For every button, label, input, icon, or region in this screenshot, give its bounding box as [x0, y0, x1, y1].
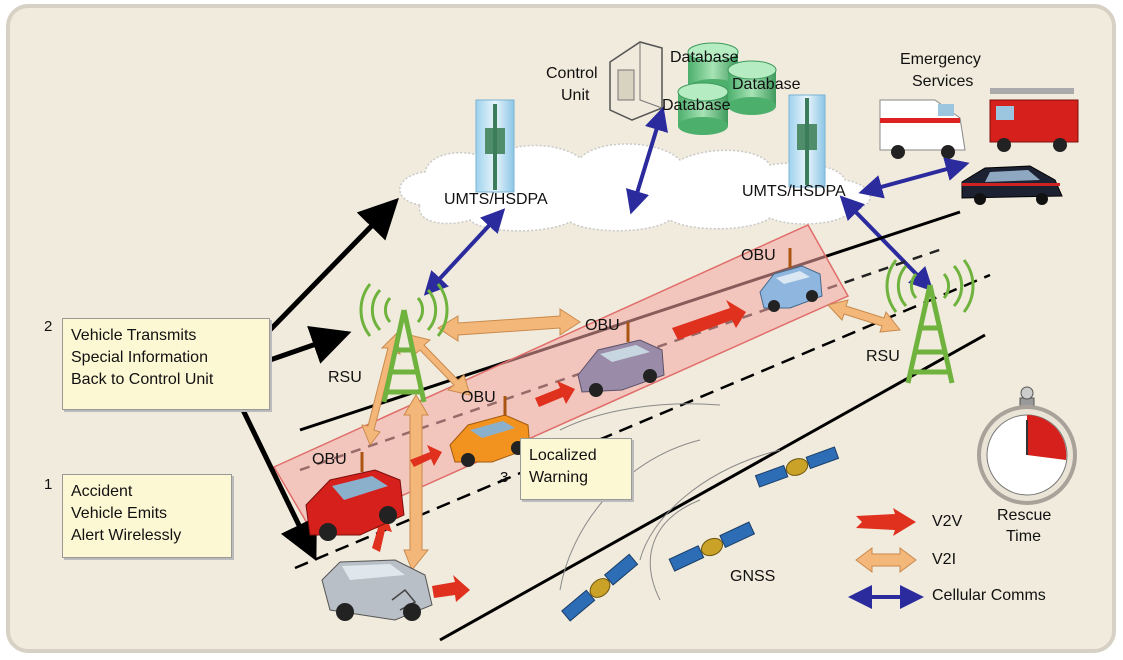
database-label-2: Database	[732, 76, 801, 93]
umts-label-right: UMTS/HSDPA	[742, 183, 846, 200]
umts-tower-right	[788, 94, 826, 188]
gnss-label: GNSS	[730, 568, 776, 585]
rsu-label-left: RSU	[328, 369, 362, 386]
control-unit-label-1: Control	[546, 65, 598, 82]
step3-box: Localized Warning	[520, 438, 632, 500]
crashed-car-icon	[321, 559, 433, 621]
obu-label-blue: OBU	[741, 247, 776, 264]
rsu-tower-left	[359, 283, 449, 403]
rescue-time-label-2: Time	[1006, 528, 1041, 545]
obu-car-red	[305, 452, 405, 541]
step1-line-1: Accident	[71, 483, 133, 500]
step2-arrow-to-cloud	[268, 197, 399, 332]
obu-car-purple	[577, 322, 665, 397]
emergency-label-2: Services	[912, 73, 974, 90]
gnss-satellite-icons	[561, 446, 840, 622]
obu-label-purple: OBU	[585, 317, 620, 334]
fire-truck-icon	[989, 88, 1079, 152]
emergency-label-1: Emergency	[900, 51, 981, 68]
legend-cellular-label: Cellular Comms	[932, 587, 1046, 604]
control-unit-label-2: Unit	[561, 87, 590, 104]
rsu-tower-right	[885, 259, 975, 384]
rescue-time-label-1: Rescue	[997, 507, 1052, 524]
step2-line-1: Vehicle Transmits	[71, 327, 197, 344]
step2-line-2: Special Information	[71, 349, 208, 366]
legend-v2v-label: V2V	[932, 513, 963, 530]
step2-arrow-to-rsu	[269, 325, 352, 364]
database-label-1: Database	[670, 49, 739, 66]
step3-line-1: Localized	[529, 447, 597, 464]
database-label-3: Database	[662, 97, 731, 114]
step1-arrow-to-crash	[240, 408, 317, 561]
obu-car-blue	[759, 248, 823, 312]
legend-v2i-marker	[855, 547, 917, 573]
obu-car-orange	[449, 396, 531, 467]
control-unit-server-icon	[609, 41, 663, 121]
step2-box: Vehicle Transmits Special Information Ba…	[62, 318, 270, 410]
cellular-link-rsu-left	[423, 208, 506, 296]
step3-line-2: Warning	[529, 469, 588, 486]
rsu-label-right: RSU	[866, 348, 900, 365]
legend-v2i-label: V2I	[932, 551, 957, 568]
cellular-link-control-unit	[626, 106, 668, 215]
cellular-link-rsu-right	[839, 195, 934, 292]
step1-line-3: Alert Wirelessly	[71, 527, 182, 544]
step1-box: Accident Vehicle Emits Alert Wirelessly	[62, 474, 232, 558]
step-number-1: 1	[44, 476, 53, 493]
cellular-link-emergency	[858, 157, 970, 199]
obu-label-orange: OBU	[461, 389, 496, 406]
step-number-3: 3	[500, 469, 509, 486]
police-car-icon	[961, 165, 1063, 205]
step1-line-2: Vehicle Emits	[71, 505, 168, 522]
obu-label-red: OBU	[312, 451, 347, 468]
stopwatch-icon	[977, 386, 1077, 505]
umts-label-left: UMTS/HSDPA	[444, 191, 548, 208]
umts-tower-left	[475, 99, 515, 193]
step-number-2: 2	[44, 318, 53, 335]
step2-line-3: Back to Control Unit	[71, 371, 214, 388]
gnss-signal-arcs	[559, 403, 781, 601]
ambulance-icon	[879, 99, 966, 159]
legend-v2v-marker	[856, 508, 916, 536]
database-icons	[677, 42, 777, 135]
